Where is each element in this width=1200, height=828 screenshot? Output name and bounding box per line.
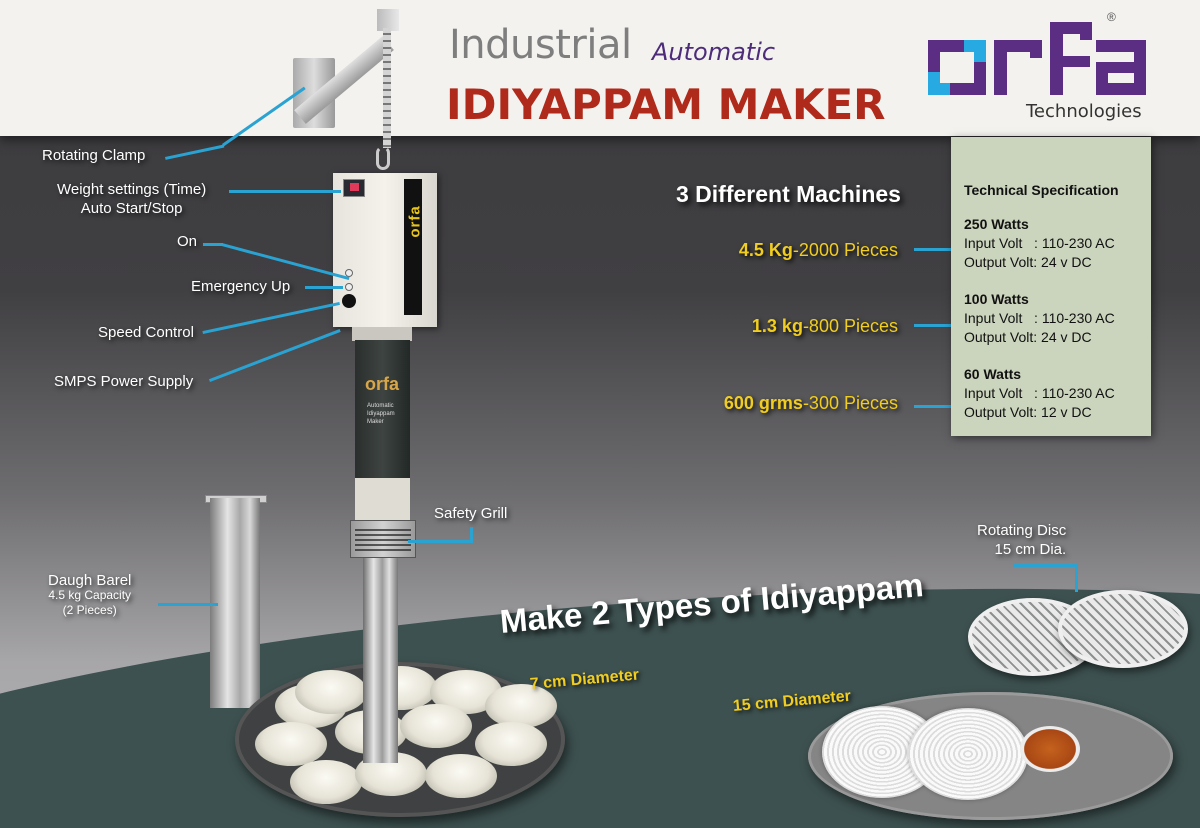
- shaft-top: [352, 327, 412, 341]
- box-brand-text: orfa: [406, 205, 424, 238]
- control-box: orfa: [333, 173, 437, 327]
- idiyappam-plate-large: [808, 692, 1173, 820]
- spec-title: Technical Specification: [964, 182, 1119, 198]
- callout-on: On: [177, 233, 198, 250]
- safety-grill: [350, 520, 416, 558]
- small-idiyappam: [485, 684, 557, 728]
- small-idiyappam: [295, 670, 367, 714]
- small-idiyappam: [425, 754, 497, 798]
- callout-dough-barrel: Daugh Barel 4.5 kg Capacity (2 Pieces): [48, 572, 132, 617]
- dough-barrel: [210, 498, 260, 708]
- idiyappam-tray-small: [235, 662, 565, 817]
- leader-line: [914, 248, 951, 251]
- technical-specification-panel: Technical Specification 250 Watts Input …: [951, 137, 1151, 436]
- callout-weight-settings: Weight settings (Time) Auto Start/Stop: [57, 181, 207, 217]
- callout-safety-grill: Safety Grill: [434, 505, 508, 522]
- logo-subtitle: Technologies: [1026, 101, 1142, 122]
- registered-mark: ®: [1107, 10, 1116, 24]
- chain: [383, 28, 391, 148]
- machines-heading: 3 Different Machines: [676, 181, 901, 207]
- leader-line: [305, 286, 343, 289]
- leader-line: [914, 324, 951, 327]
- timer-display: [343, 179, 365, 197]
- leader-line: [408, 540, 473, 543]
- leader-line: [1013, 564, 1077, 567]
- machine-option-1: 4.5 Kg-2000 Pieces: [738, 240, 898, 260]
- spec-block: 60 Watts Input Volt : 110-230 AC Output …: [964, 366, 1115, 420]
- large-idiyappam: [908, 708, 1028, 800]
- column-brand: orfa: [365, 374, 400, 394]
- leader-line: [208, 329, 341, 382]
- clamp-arm-tip: [377, 9, 399, 31]
- callout-smps-power-supply: SMPS Power Supply: [54, 373, 194, 390]
- title-automatic: Automatic: [652, 38, 776, 66]
- leader-line: [221, 243, 350, 281]
- callout-speed-control: Speed Control: [98, 324, 194, 341]
- brand-stripe: [404, 179, 422, 315]
- leader-line: [1075, 564, 1078, 592]
- curry-bowl: [1020, 726, 1080, 772]
- leader-line: [229, 190, 341, 193]
- callout-rotating-disc: Rotating Disc 15 cm Dia.: [977, 522, 1067, 558]
- title-industrial: Industrial: [449, 22, 632, 68]
- header-band: Industrial Automatic IDIYAPPAM MAKER: [0, 0, 1200, 136]
- rotating-disc: [1058, 590, 1188, 668]
- small-idiyappam: [290, 760, 362, 804]
- spec-block: 250 Watts Input Volt : 110-230 AC Output…: [964, 216, 1115, 270]
- hook: [376, 146, 390, 170]
- leader-line: [202, 301, 340, 334]
- orfa-logo-icon: [928, 22, 1146, 95]
- small-idiyappam: [400, 704, 472, 748]
- small-idiyappam: [475, 722, 547, 766]
- small-idiyappam: [255, 722, 327, 766]
- callout-rotating-clamp: Rotating Clamp: [42, 147, 146, 164]
- speed-control-knob: [342, 294, 356, 308]
- leader-line: [914, 405, 951, 408]
- column-caption: Automatic Idiyappam Maker: [367, 403, 395, 425]
- page-title: IDIYAPPAM MAKER: [446, 80, 886, 129]
- emergency-up-button: [345, 283, 353, 291]
- leader-line: [158, 603, 218, 606]
- callout-emergency-up: Emergency Up: [191, 278, 291, 295]
- lower-column: [355, 478, 410, 520]
- extruder-rod: [363, 558, 398, 763]
- machine-option-3: 600 grms-300 Pieces: [723, 393, 898, 413]
- leader-line: [165, 144, 225, 160]
- leader-line: [470, 527, 473, 542]
- machine-option-2: 1.3 kg-800 Pieces: [751, 316, 898, 336]
- leader-line: [203, 243, 223, 246]
- motor-column: orfa Automatic Idiyappam Maker: [355, 340, 410, 480]
- spec-block: 100 Watts Input Volt : 110-230 AC Output…: [964, 291, 1115, 345]
